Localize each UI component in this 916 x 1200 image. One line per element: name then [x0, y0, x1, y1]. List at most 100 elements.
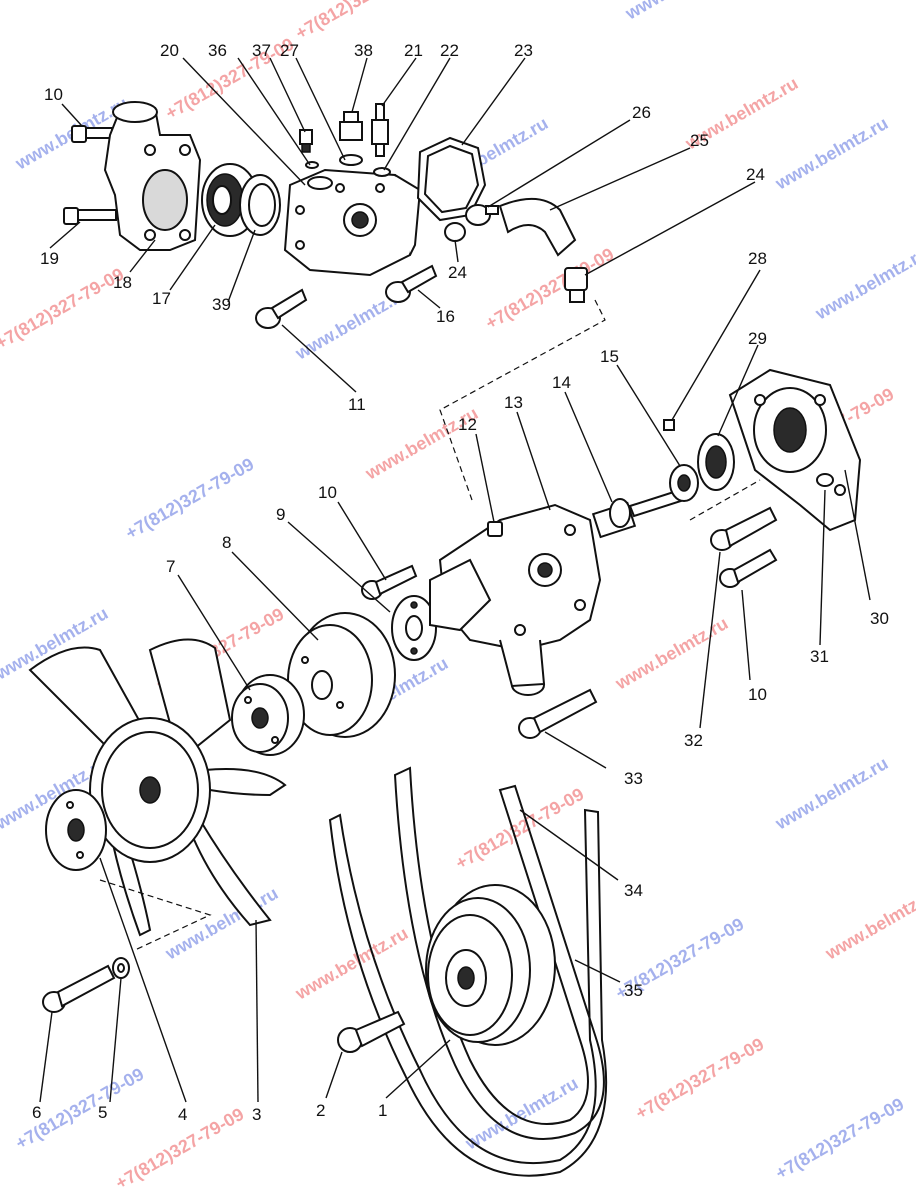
- washer-31: [816, 473, 834, 487]
- callout-39: 39: [212, 295, 231, 314]
- bolt-11: [255, 288, 308, 329]
- gasket-39: [239, 174, 281, 236]
- callout-21: 21: [404, 41, 423, 60]
- watermark-phone: +7(812)327-79-09: [122, 454, 257, 544]
- thermostat-housing-20: [283, 168, 422, 277]
- watermark-site: www.belmtz.ru: [621, 0, 741, 24]
- seal-15: [669, 464, 699, 502]
- crank-pulley-1: [425, 884, 556, 1046]
- fitting-24: [564, 267, 588, 303]
- impeller-29: [697, 433, 735, 491]
- callout-38: 38: [354, 41, 373, 60]
- bolt-19: [63, 207, 117, 225]
- callout-10: 10: [44, 85, 63, 104]
- callout-22: 22: [440, 41, 459, 60]
- callout-16: 16: [436, 307, 455, 326]
- callout-31: 31: [810, 647, 829, 666]
- watermark-site: www.belmtz.ru: [161, 883, 281, 964]
- callout-23: 23: [514, 41, 533, 60]
- callout-12: 12: [458, 415, 477, 434]
- bolt-6: [42, 964, 116, 1013]
- fan-pulley-group: [28, 612, 396, 1013]
- callout-14: 14: [552, 373, 571, 392]
- sensor-21: [371, 103, 389, 157]
- bolt-10-top: [71, 125, 113, 143]
- callout-33: 33: [624, 769, 643, 788]
- watermark-phone: +7(812)327-79-09: [162, 34, 297, 124]
- callout-6: 6: [32, 1103, 41, 1122]
- bolt-32: [710, 506, 778, 551]
- callout-30: 30: [870, 609, 889, 628]
- hub-9: [391, 595, 437, 661]
- callout-7: 7: [166, 557, 175, 576]
- watermark-site: www.belmtz.ru: [771, 753, 891, 834]
- callout-11: 11: [348, 395, 366, 414]
- callout-20: 20: [160, 41, 179, 60]
- pump-body-13: [429, 503, 602, 696]
- callout-8: 8: [222, 533, 231, 552]
- callout-13: 13: [504, 393, 523, 412]
- callout-9: 9: [276, 505, 285, 524]
- clamp-24-top: [444, 222, 466, 242]
- belt-35: [328, 808, 608, 1177]
- callout-1: 1: [378, 1101, 387, 1120]
- watermark-phone: +7(812)327-79-09: [482, 244, 617, 334]
- leader-lines: [39, 57, 871, 1103]
- callout-labels: 10 19 18 17 39 20 36 37 27 38 21 22 23 2…: [32, 41, 889, 1124]
- callout-17: 17: [152, 289, 171, 308]
- callout-5: 5: [98, 1103, 107, 1122]
- callout-3: 3: [252, 1105, 261, 1124]
- watermark-site: www.belmtz.ru: [821, 883, 916, 964]
- callout-24: 24: [746, 165, 765, 184]
- watermark-site: www.belmtz.ru: [811, 243, 916, 324]
- callout-29: 29: [748, 329, 767, 348]
- hose-25: [498, 197, 577, 257]
- callout-35: 35: [624, 981, 643, 1000]
- flange-4: [45, 789, 107, 871]
- watermark-phone: +7(812)327-79-09: [632, 1034, 767, 1124]
- callout-27: 27: [280, 41, 299, 60]
- watermark-phone: +7(812)327-79-09: [772, 1094, 907, 1184]
- callout-37: 37: [252, 41, 271, 60]
- callout-32: 32: [684, 731, 703, 750]
- watermark-site: www.belmtz.ru: [771, 113, 891, 194]
- pump-cover-30: [728, 368, 862, 532]
- callout-25: 25: [690, 131, 709, 150]
- bolt-16: [385, 264, 438, 303]
- thermostat-cover-18: [103, 101, 202, 251]
- callout-34: 34: [624, 881, 643, 900]
- callout-10: 10: [748, 685, 767, 704]
- fan-3: [28, 638, 287, 937]
- callout-24: 24: [448, 263, 467, 282]
- callout-28: 28: [748, 249, 767, 268]
- clamp-26: [465, 204, 499, 226]
- bolt-10-middle: [361, 564, 418, 600]
- bolt-10-right: [719, 548, 778, 588]
- bolt-33: [518, 688, 598, 739]
- bearing-14: [591, 498, 637, 539]
- pulley-8: [287, 612, 396, 738]
- callout-18: 18: [113, 273, 132, 292]
- gasket-23: [416, 136, 487, 222]
- washer-5: [112, 957, 130, 979]
- watermark-phone: +7(812)327-79-09: [292, 0, 427, 43]
- temperature-sensor-38: [339, 111, 363, 166]
- sensor-37: [299, 129, 313, 153]
- thermostat-housing-group: [63, 101, 588, 329]
- callout-10: 10: [318, 483, 337, 502]
- callout-15: 15: [600, 347, 619, 366]
- callout-36: 36: [208, 41, 227, 60]
- watermark-site: www.belmtz.ru: [611, 613, 731, 694]
- plug-12: [487, 521, 503, 537]
- callout-4: 4: [178, 1105, 187, 1124]
- callout-19: 19: [40, 249, 59, 268]
- spacer-7: [231, 674, 305, 756]
- crank-bolt-2: [337, 1010, 406, 1053]
- water-pump-group: [361, 368, 862, 739]
- washer-22: [373, 167, 391, 177]
- callout-2: 2: [316, 1101, 325, 1120]
- belts-and-crank-pulley: [328, 766, 608, 1177]
- watermark-phone: +7(812)327-79-09: [0, 264, 127, 354]
- plug-28: [663, 419, 675, 431]
